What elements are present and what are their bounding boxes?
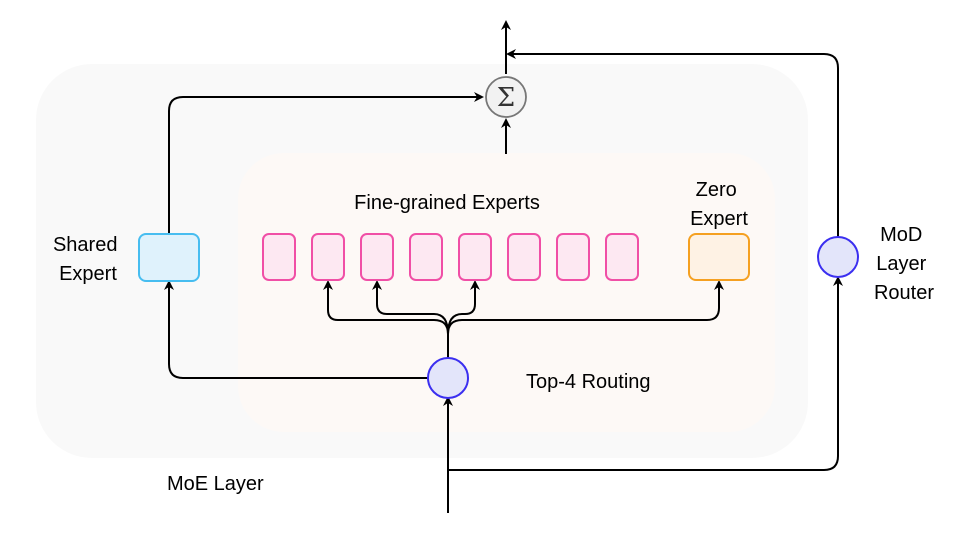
fine-grained-expert-box — [409, 233, 443, 281]
shared-expert-label: Shared Expert — [53, 234, 123, 285]
fine-grained-expert-box — [360, 233, 394, 281]
fine-grained-experts-container — [238, 153, 775, 432]
sum-node: Σ — [485, 76, 527, 118]
mod-layer-router-label: MoD Layer Router — [874, 224, 934, 304]
input-to-mod-router-arrow — [448, 276, 843, 471]
fine-grained-experts-group — [262, 233, 639, 281]
fine-grained-expert-box — [262, 233, 296, 281]
mod-router-to-output-arrow — [506, 49, 839, 238]
routing-to-fine-expert-arrow — [372, 280, 449, 335]
fine-grained-expert-box — [311, 233, 345, 281]
sum-icon: Σ — [497, 83, 515, 113]
top-4-router-node — [427, 357, 469, 399]
shared-expert-box — [138, 233, 200, 282]
routing-to-fine-expert-arrow — [447, 280, 480, 335]
connection-wires — [164, 20, 843, 513]
shared-expert-to-sum-arrow — [168, 92, 484, 233]
fine-grained-expert-box — [507, 233, 541, 281]
fine-grained-expert-box — [556, 233, 590, 281]
routing-to-zero-expert-arrow — [447, 280, 724, 335]
zero-expert-label: Zero Expert — [690, 179, 748, 230]
fine-grained-experts-title: Fine-grained Experts — [354, 192, 540, 214]
moe-layer-label: MoE Layer — [167, 473, 264, 495]
routing-to-shared-expert-arrow — [164, 280, 428, 379]
fine-grained-expert-box — [605, 233, 639, 281]
zero-expert-box — [688, 233, 750, 281]
mod-layer-router-node — [817, 236, 859, 278]
fine-grained-expert-box — [458, 233, 492, 281]
top-4-routing-label: Top-4 Routing — [526, 371, 651, 393]
